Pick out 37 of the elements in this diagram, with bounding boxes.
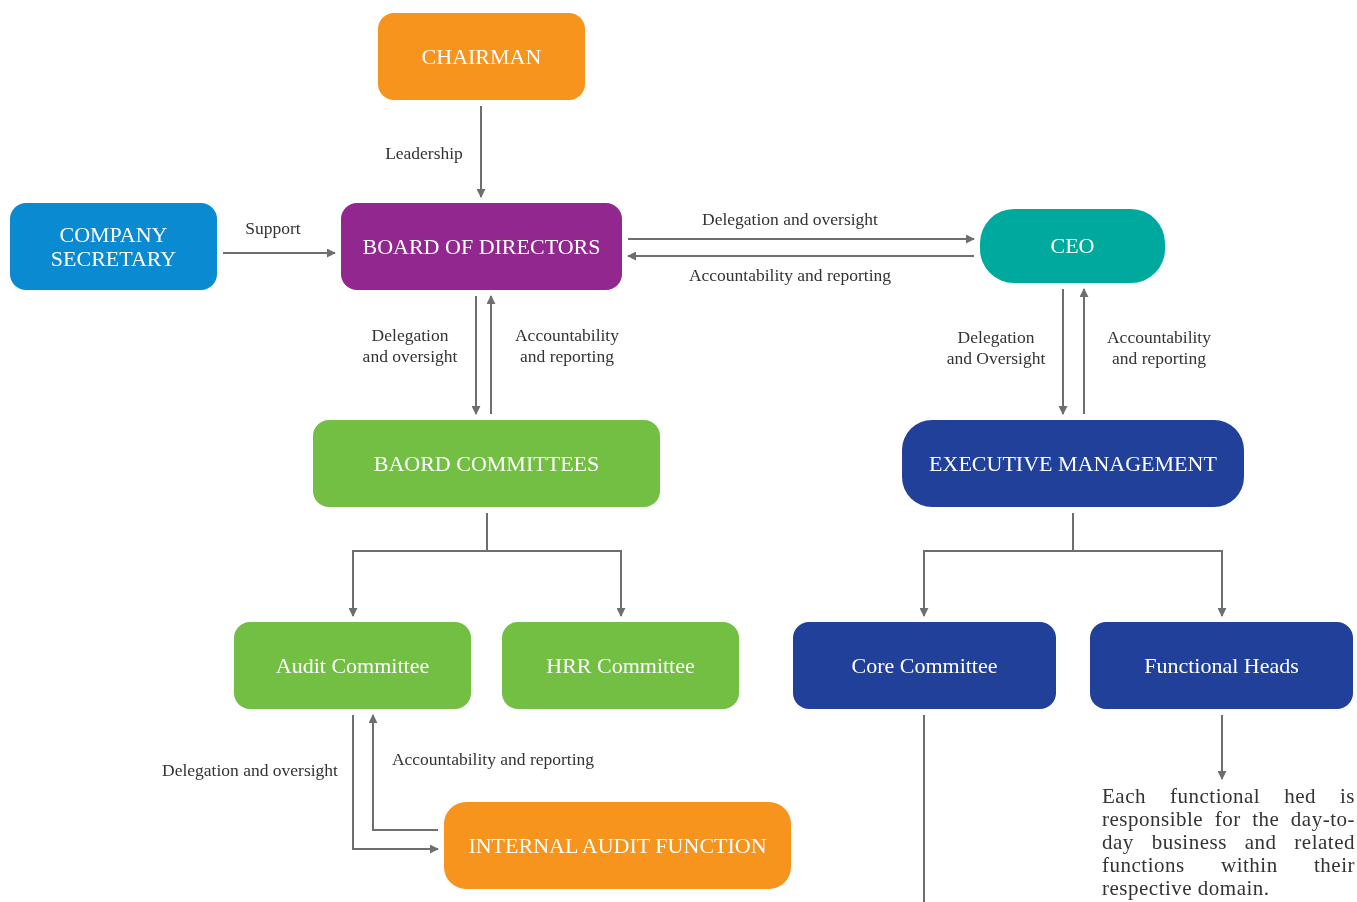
arrow (471, 295, 481, 415)
box-label: BOARD OF DIRECTORS (362, 234, 601, 259)
role-box (980, 209, 1165, 283)
arrow (1079, 288, 1089, 415)
box-label: COMPANY SECRETARY (49, 223, 178, 270)
box-label: INTERNAL AUDIT FUNCTION (468, 833, 767, 858)
board-box (341, 203, 622, 290)
role-box (1090, 622, 1353, 709)
box-label: Audit Committee (275, 653, 430, 678)
box-label: Functional Heads (1144, 653, 1299, 678)
connector-line (923, 714, 925, 902)
arrow (222, 248, 336, 258)
box-label: CEO (1050, 234, 1095, 258)
box-label: Core Committee (851, 653, 998, 678)
arrow (627, 251, 975, 261)
management-box (902, 420, 1244, 507)
arrow (486, 512, 626, 617)
arrow (476, 105, 486, 198)
box-label: BAORD COMMITTEES (373, 451, 600, 476)
committee-box (234, 622, 471, 709)
note-text: Each functional hed is responsible for the day-to-day business and related functions within their respective domain. (1102, 785, 1355, 900)
arrow (368, 714, 439, 831)
box-label: EXECUTIVE MANAGEMENT (929, 451, 1217, 476)
arrow (352, 714, 439, 854)
committee-box (313, 420, 660, 507)
arrow (486, 295, 496, 415)
committee-box (793, 622, 1056, 709)
box-label: HRR Committee (546, 653, 695, 678)
arrow (627, 234, 975, 244)
role-box (378, 13, 585, 100)
committee-box (502, 622, 739, 709)
box-label: CHAIRMAN (421, 44, 542, 69)
arrow (1072, 512, 1227, 617)
role-box (10, 203, 217, 290)
arrow (1217, 714, 1227, 780)
function-box (444, 802, 791, 889)
arrow (1058, 288, 1068, 415)
